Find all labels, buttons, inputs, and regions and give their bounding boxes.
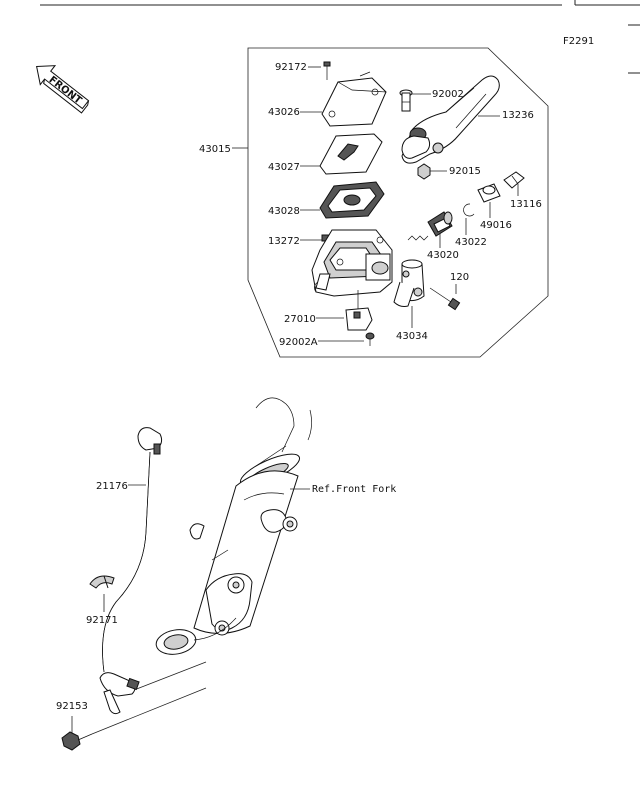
label-43028: 43028 bbox=[268, 206, 300, 217]
screw-92002A bbox=[365, 332, 375, 346]
front-direction-arrow: FRONT bbox=[36, 65, 90, 114]
leader-bolt-to-fork bbox=[91, 687, 207, 735]
label-21176: 21176 bbox=[96, 481, 128, 492]
diaphragm-plate-43027 bbox=[319, 133, 383, 175]
nut-92015 bbox=[417, 163, 431, 180]
pivot-bolt-92002 bbox=[399, 89, 413, 112]
clamp-92171 bbox=[89, 575, 115, 589]
screw-92172 bbox=[323, 61, 331, 80]
brake-lever-13236 bbox=[401, 75, 500, 164]
figure-code: F2291 bbox=[563, 36, 594, 47]
label-13236: 13236 bbox=[502, 110, 534, 121]
boot-49016 bbox=[477, 183, 501, 203]
assembly-boundary bbox=[247, 47, 549, 358]
circlip-43022 bbox=[463, 203, 475, 217]
bolt-92153 bbox=[61, 731, 93, 751]
label-92171: 92171 bbox=[86, 615, 118, 626]
label-13272: 13272 bbox=[268, 236, 300, 247]
diaphragm-43028 bbox=[319, 181, 385, 219]
label-43027: 43027 bbox=[268, 162, 300, 173]
brake-switch-27010 bbox=[345, 307, 373, 331]
label-92172: 92172 bbox=[275, 62, 307, 73]
label-92002: 92002 bbox=[432, 89, 464, 100]
label-92002A: 92002A bbox=[279, 337, 318, 348]
piston-kit-43020 bbox=[407, 211, 453, 241]
front-fork bbox=[155, 397, 312, 655]
label-43026: 43026 bbox=[268, 107, 300, 118]
leader-sensor-to-fork bbox=[133, 661, 207, 691]
pin-13116 bbox=[503, 171, 525, 189]
label-92153: 92153 bbox=[56, 701, 88, 712]
label-43020: 43020 bbox=[427, 250, 459, 261]
master-cylinder-body bbox=[311, 229, 393, 297]
label-27010: 27010 bbox=[284, 314, 316, 325]
sensor-cable-21176 bbox=[99, 427, 163, 715]
label-13116: 13116 bbox=[510, 199, 542, 210]
label-43022: 43022 bbox=[455, 237, 487, 248]
holder-43034 bbox=[393, 259, 425, 307]
label-49016: 49016 bbox=[480, 220, 512, 231]
label-120: 120 bbox=[450, 272, 469, 283]
label-92015: 92015 bbox=[449, 166, 481, 177]
label-ref-front-fork: Ref.Front Fork bbox=[312, 484, 396, 495]
label-43034: 43034 bbox=[396, 331, 428, 342]
bolt-120 bbox=[429, 287, 461, 311]
reservoir-cap-43026 bbox=[321, 71, 387, 127]
label-43015: 43015 bbox=[199, 144, 231, 155]
